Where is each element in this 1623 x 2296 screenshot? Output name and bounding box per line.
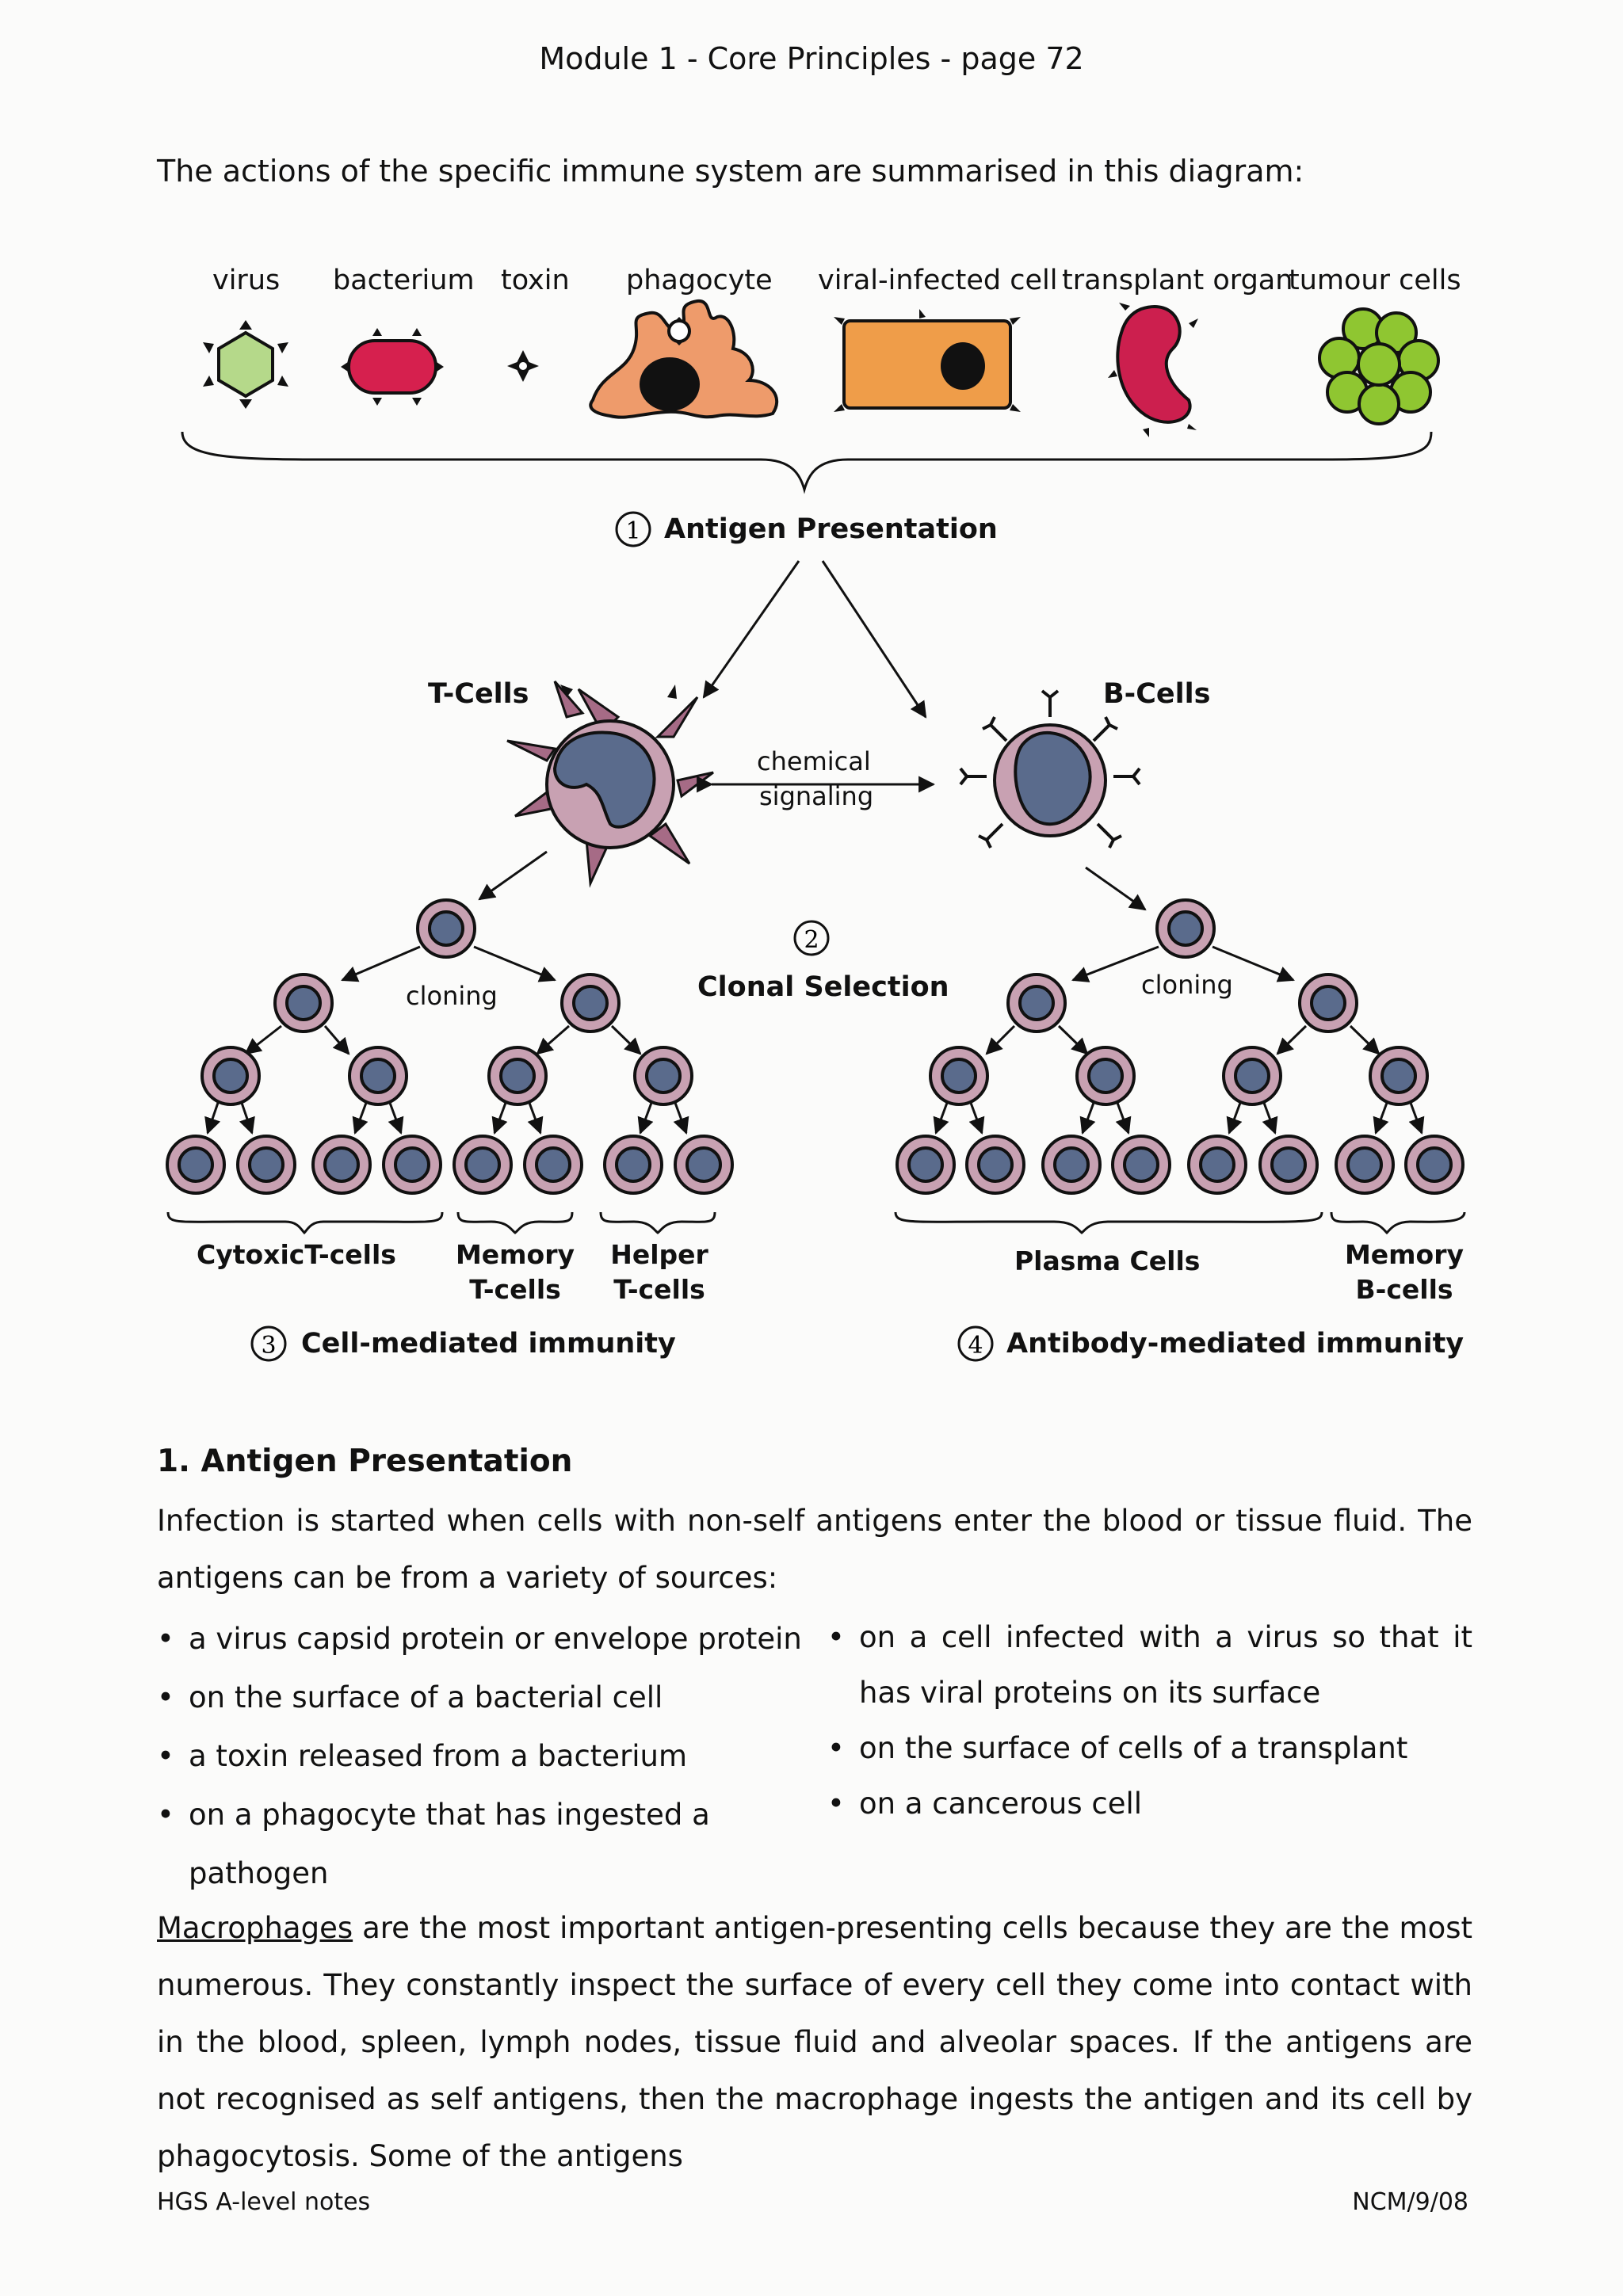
- signal-text-line1: chemical: [757, 746, 871, 776]
- macrophages-term: Macrophages: [157, 1911, 353, 1945]
- cytoxic-t-cells-label: CytoxicT-cells: [197, 1239, 396, 1270]
- section-heading: 1. Antigen Presentation: [157, 1444, 573, 1479]
- group-braces: [166, 1211, 1466, 1235]
- label-tumour-cells: tumour cells: [1289, 265, 1461, 296]
- helper-line2: T-cells: [613, 1274, 705, 1305]
- step-4-label: Antibody-mediated immunity: [1006, 1328, 1465, 1360]
- transplant-organ-icon: [1108, 303, 1198, 437]
- bullet-list-left: •a virus capsid protein or envelope prot…: [157, 1610, 815, 1903]
- step-4-number: 4: [968, 1332, 983, 1360]
- intro-text: The actions of the specific immune syste…: [157, 154, 1304, 189]
- bullet-list-right: •on a cell infected with a virus so that…: [827, 1610, 1472, 1832]
- bacterium-icon: [341, 328, 444, 406]
- step-1-label: Antigen Presentation: [664, 513, 998, 545]
- label-virus: virus: [212, 265, 281, 296]
- paragraph-2-text: are the most important antigen-presentin…: [157, 1911, 1472, 2173]
- source-brace: [181, 431, 1433, 494]
- bullet-item: •on a cell infected with a virus so that…: [827, 1620, 1472, 1710]
- step-1-number: 1: [625, 517, 640, 545]
- phagocyte-icon: [589, 299, 779, 419]
- bullet-item: •on a phagocyte that has ingested a path…: [157, 1798, 710, 1890]
- memory-b-line1: Memory: [1344, 1239, 1465, 1270]
- bullet-item: •a virus capsid protein or envelope prot…: [157, 1622, 802, 1656]
- step-2-label: Clonal Selection: [697, 971, 949, 1003]
- immune-system-diagram: 1 2: [166, 299, 1466, 1362]
- helper-line1: Helper: [610, 1239, 708, 1270]
- label-toxin: toxin: [501, 265, 570, 296]
- step-1-badge: [615, 511, 651, 547]
- t-cell-clone-tree: [166, 898, 734, 1195]
- label-viral-infected-cell: viral-infected cell: [818, 265, 1058, 296]
- signal-text-line2: signaling: [759, 781, 874, 811]
- b-cell-icon: [959, 689, 1141, 849]
- bullet-item: •on the surface of cells of a transplant: [827, 1731, 1408, 1765]
- t-cell-icon: [506, 681, 714, 888]
- label-bacterium: bacterium: [333, 265, 475, 296]
- footer-right: NCM/9/08: [1352, 2188, 1468, 2216]
- label-transplant-organ: transplant organ: [1062, 265, 1293, 296]
- step-3-badge: [250, 1325, 287, 1362]
- section-paragraph-2: Macrophages are the most important antig…: [157, 1900, 1472, 2185]
- memory-t-line1: Memory: [455, 1239, 575, 1270]
- page-header: Module 1 - Core Principles - page 72: [539, 41, 1084, 76]
- step-4-badge: [957, 1325, 994, 1362]
- b-cells-label: B-Cells: [1103, 678, 1211, 710]
- plasma-cells-label: Plasma Cells: [1014, 1245, 1201, 1276]
- step-3-label: Cell-mediated immunity: [301, 1328, 676, 1360]
- helper-t-cells-label: Helper T-cells: [596, 1238, 723, 1307]
- section-paragraph-1: Infection is started when cells with non…: [157, 1504, 1472, 1595]
- toxin-icon: [507, 350, 539, 382]
- memory-b-line2: B-cells: [1355, 1274, 1453, 1305]
- step-2-number: 2: [804, 926, 819, 954]
- tumour-cells-icon: [1318, 307, 1440, 425]
- label-phagocyte: phagocyte: [626, 265, 773, 296]
- bullet-item: •on a cancerous cell: [827, 1787, 1143, 1821]
- memory-b-cells-label: Memory B-cells: [1333, 1238, 1476, 1307]
- b-cell-clone-tree: [896, 898, 1465, 1195]
- memory-t-line2: T-cells: [469, 1274, 561, 1305]
- cloning-left-label: cloning: [406, 981, 498, 1011]
- virus-icon: [203, 320, 288, 409]
- bullet-item: •a toxin released from a bacterium: [157, 1739, 688, 1773]
- memory-t-cells-label: Memory T-cells: [444, 1238, 586, 1307]
- footer-left: HGS A-level notes: [157, 2188, 371, 2216]
- bullet-item: •on the surface of a bacterial cell: [157, 1680, 663, 1714]
- step-2-badge: [793, 920, 830, 956]
- cloning-right-label: cloning: [1141, 970, 1233, 1000]
- viral-infected-cell-icon: [834, 309, 1021, 412]
- step-3-number: 3: [261, 1332, 276, 1360]
- t-cells-label: T-Cells: [428, 678, 529, 710]
